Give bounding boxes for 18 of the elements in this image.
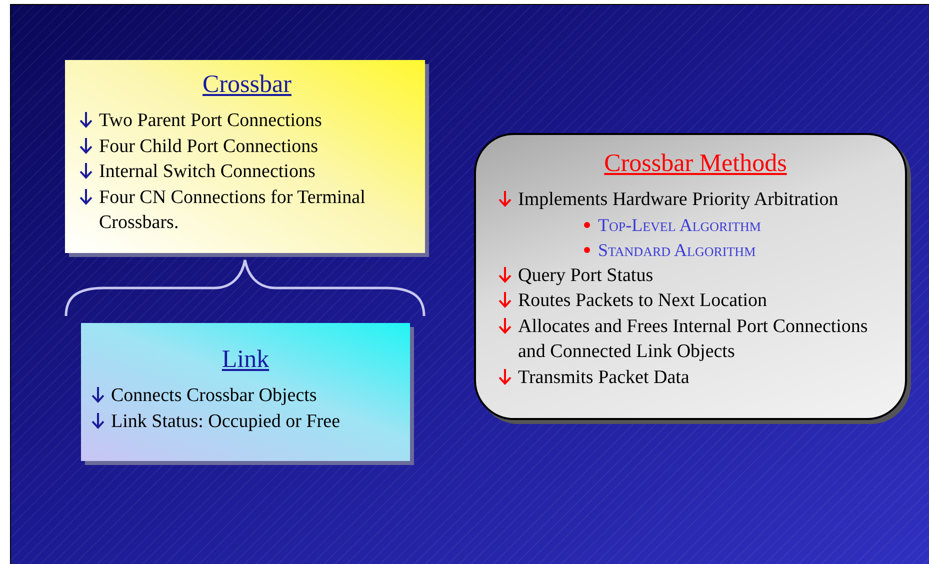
sub-bullet-text: Top-Level Algorithm	[598, 214, 761, 236]
bullet-text: Internal Switch Connections	[99, 160, 316, 184]
text-box	[65, 60, 425, 253]
bullet-text: Implements Hardware Priority Arbitration	[518, 188, 838, 212]
box-heading: Crossbar	[202, 70, 292, 100]
bullet-text: Routes Packets to Next Location	[518, 289, 768, 313]
bullet-text: Allocates and Frees Internal Port Connections and Connected Link Objects	[518, 314, 869, 364]
box-heading: Link	[222, 345, 270, 375]
bullet-text: Connects Crossbar Objects	[111, 384, 317, 408]
bullet-text: Four Child Port Connections	[99, 134, 318, 158]
bullet-text: Link Status: Occupied or Free	[111, 410, 340, 434]
bullet-text: Four CN Connections for Terminal Crossbars.	[99, 186, 366, 235]
sub-bullet-text: Standard Algorithm	[598, 238, 756, 262]
bullet-text: Two Parent Port Connections	[99, 109, 322, 133]
box-heading: Crossbar Methods	[604, 149, 787, 179]
bullet-text: Transmits Packet Data	[518, 366, 690, 390]
bullet-text: Query Port Status	[518, 264, 654, 288]
text-box	[81, 323, 410, 461]
